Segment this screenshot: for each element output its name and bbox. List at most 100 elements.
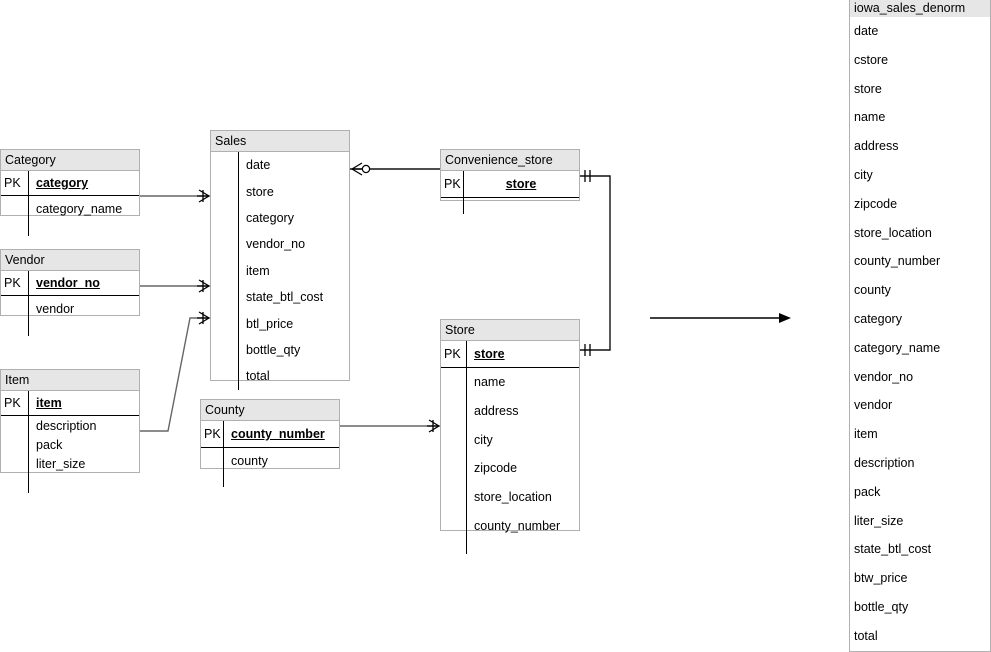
- denorm-field[interactable]: total: [854, 628, 878, 643]
- attribute-name: county: [231, 453, 268, 468]
- attribute-row[interactable]: county: [201, 448, 339, 473]
- denorm-field[interactable]: category_name: [854, 340, 941, 355]
- attribute-row[interactable]: PK store: [441, 171, 579, 198]
- denorm-field[interactable]: cstore: [854, 52, 889, 67]
- denorm-field[interactable]: bottle_qty: [854, 599, 909, 614]
- attribute-row[interactable]: store: [211, 178, 349, 204]
- attribute-name: name: [474, 375, 506, 390]
- entity-title-county: County: [201, 400, 339, 421]
- attribute-name: address: [474, 404, 519, 419]
- attribute-name: description: [36, 418, 97, 433]
- denorm-field[interactable]: date: [854, 24, 879, 38]
- denorm-field-list: date cstore store name address city zipc…: [850, 17, 990, 651]
- attribute-name: county_number: [231, 427, 325, 441]
- denorm-field[interactable]: county: [854, 283, 891, 298]
- attribute-row[interactable]: total: [211, 363, 349, 389]
- entity-county[interactable]: County PK county_number county: [200, 399, 340, 487]
- entity-store[interactable]: Store PK store name address city: [440, 319, 580, 555]
- denormalized-table-panel[interactable]: iowa_sales_denorm date cstore store name…: [849, 0, 991, 652]
- attribute-row[interactable]: store_location: [441, 483, 579, 512]
- entity-footer-space: [1, 473, 139, 493]
- pk-marker: PK: [444, 177, 461, 191]
- attribute-name: category: [246, 210, 294, 225]
- pk-marker: PK: [4, 276, 21, 290]
- attribute-name: vendor_no: [246, 237, 306, 252]
- cardinality-one-store: [584, 344, 591, 356]
- crowsfoot-category-sales: [197, 189, 210, 203]
- attribute-name: store: [246, 184, 274, 199]
- crowsfoot-county-store: [427, 419, 440, 433]
- pk-marker: PK: [204, 427, 221, 441]
- entity-sales[interactable]: Sales date store category vendor_no: [210, 130, 350, 390]
- attribute-name: category: [36, 176, 89, 190]
- attribute-name: vendor_no: [36, 276, 100, 290]
- attribute-name: item: [246, 263, 270, 278]
- attribute-name: btl_price: [246, 316, 294, 331]
- crowsfoot-sales-convenience: [351, 162, 371, 176]
- denorm-field[interactable]: store_location: [854, 225, 932, 240]
- denorm-field[interactable]: county_number: [854, 254, 941, 269]
- attribute-row[interactable]: county_number: [441, 511, 579, 540]
- cardinality-one-convenience: [584, 170, 591, 182]
- attribute-row[interactable]: pack: [1, 435, 139, 454]
- denorm-field[interactable]: pack: [854, 484, 881, 499]
- pk-marker: PK: [444, 347, 461, 361]
- pk-marker: PK: [4, 396, 21, 410]
- attribute-row[interactable]: liter_size: [1, 454, 139, 473]
- attribute-name: vendor: [36, 302, 75, 316]
- denorm-field[interactable]: address: [854, 139, 899, 154]
- entity-convenience-store[interactable]: Convenience_store PK store: [440, 149, 580, 214]
- attribute-row[interactable]: name: [441, 368, 579, 397]
- denorm-field[interactable]: btw_price: [854, 571, 908, 586]
- attribute-row[interactable]: bottle_qty: [211, 337, 349, 363]
- denorm-field[interactable]: store: [854, 81, 882, 96]
- attribute-row[interactable]: date: [211, 152, 349, 178]
- attribute-row[interactable]: category_name: [1, 196, 139, 222]
- entity-item[interactable]: Item PK item description pack liter_size: [0, 369, 140, 493]
- denorm-field[interactable]: vendor: [854, 398, 893, 413]
- entity-footer-space: [1, 222, 139, 236]
- attribute-name: category_name: [36, 202, 123, 216]
- attribute-row[interactable]: category: [211, 205, 349, 231]
- attribute-row[interactable]: address: [441, 397, 579, 426]
- denorm-field[interactable]: category: [854, 311, 902, 326]
- attribute-row[interactable]: state_btl_cost: [211, 284, 349, 310]
- entity-vendor[interactable]: Vendor PK vendor_no vendor: [0, 249, 140, 336]
- denorm-field[interactable]: item: [854, 427, 878, 442]
- entity-footer-space: [201, 473, 339, 487]
- attribute-row[interactable]: city: [441, 425, 579, 454]
- entity-category[interactable]: Category PK category category_name: [0, 149, 140, 236]
- attribute-row[interactable]: vendor_no: [211, 231, 349, 257]
- entity-title-category: Category: [1, 150, 139, 171]
- denorm-field[interactable]: description: [854, 455, 915, 470]
- attribute-row[interactable]: PK vendor_no: [1, 271, 139, 296]
- link-convenience-store-rail: [580, 175, 611, 351]
- attribute-row[interactable]: PK category: [1, 171, 139, 196]
- attribute-row[interactable]: vendor: [1, 296, 139, 322]
- denorm-field[interactable]: liter_size: [854, 513, 904, 528]
- attribute-row[interactable]: PK store: [441, 341, 579, 368]
- attribute-name: bottle_qty: [246, 342, 301, 357]
- attribute-row[interactable]: zipcode: [441, 454, 579, 483]
- attribute-name: item: [36, 396, 62, 410]
- denorm-field[interactable]: state_btl_cost: [854, 542, 932, 557]
- denorm-title: iowa_sales_denorm: [850, 0, 990, 17]
- attribute-name: state_btl_cost: [246, 290, 324, 305]
- attribute-row[interactable]: PK county_number: [201, 421, 339, 448]
- attribute-name: total: [246, 369, 270, 384]
- denorm-field[interactable]: vendor_no: [854, 369, 914, 384]
- entity-title-convenience-store: Convenience_store: [441, 150, 579, 171]
- attribute-row[interactable]: PK item: [1, 391, 139, 416]
- attribute-name: liter_size: [36, 456, 86, 471]
- attribute-row[interactable]: btl_price: [211, 310, 349, 336]
- crowsfoot-item-sales: [197, 311, 210, 325]
- attribute-name: pack: [36, 437, 63, 452]
- denorm-field[interactable]: zipcode: [854, 196, 898, 211]
- attribute-name: city: [474, 432, 493, 447]
- denorm-field[interactable]: city: [854, 167, 873, 182]
- attribute-name: county_number: [474, 518, 561, 533]
- denorm-field[interactable]: name: [854, 110, 886, 125]
- attribute-row[interactable]: item: [211, 258, 349, 284]
- attribute-row[interactable]: description: [1, 416, 139, 435]
